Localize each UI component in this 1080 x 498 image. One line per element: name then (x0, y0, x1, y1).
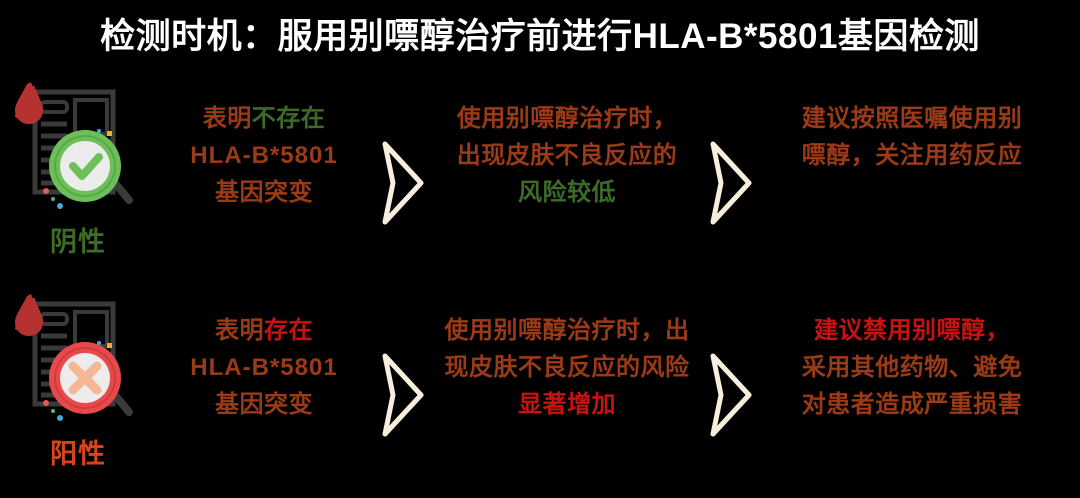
text-span: 表明 (215, 317, 264, 344)
text-line: 表明不存在 (203, 100, 326, 137)
chevron-right-arrow-icon (372, 290, 434, 490)
text-line: 风险较低 (518, 179, 616, 206)
negative-label: 阴性 (50, 227, 106, 257)
text-line: HLA-B*5801 (190, 354, 338, 381)
negative-finding-column: 表明不存在 HLA-B*5801 基因突变 (156, 78, 372, 211)
text-line: 使用别嘌醇治疗时，出 (444, 317, 690, 344)
text-span: 表明 (202, 105, 252, 132)
text-line: 显著增加 (518, 391, 616, 418)
text-line: 建议禁用别嘌醇， (814, 317, 1010, 344)
negative-risk-column: 使用别嘌醇治疗时， 出现皮肤不良反应的 风险较低 (434, 78, 700, 211)
negative-icon-block: 阴性 (0, 78, 156, 278)
document-magnifier-cross-icon (13, 290, 143, 430)
text-span: 不存在 (251, 105, 326, 132)
text-line: 建议按照医嘱使用别 (801, 105, 1023, 132)
positive-icon-block: 阳性 (0, 290, 156, 490)
result-row-positive: 阳性 表明存在 HLA-B*5801 基因突变 使用别嘌醇治疗时，出 现皮肤不良… (0, 290, 1080, 498)
result-row-negative: 阴性 表明不存在 HLA-B*5801 基因突变 使用别嘌醇治疗时， 出现皮肤不… (0, 78, 1080, 288)
text-line: 出现皮肤不良反应的 (456, 142, 678, 169)
text-line: 基因突变 (215, 391, 313, 418)
positive-risk-column: 使用别嘌醇治疗时，出 现皮肤不良反应的风险 显著增加 (434, 290, 700, 423)
document-magnifier-check-icon (13, 78, 143, 218)
positive-finding-column: 表明存在 HLA-B*5801 基因突变 (156, 290, 372, 423)
text-line: 基因突变 (215, 179, 313, 206)
positive-label: 阳性 (50, 439, 106, 469)
text-span: 存在 (264, 317, 313, 344)
chevron-right-arrow-icon (372, 78, 434, 278)
text-line: 使用别嘌醇治疗时， (456, 105, 678, 132)
text-line: 表明存在 (215, 312, 313, 349)
page-title: 检测时机：服用别嘌醇治疗前进行HLA-B*5801基因检测 (100, 16, 980, 56)
negative-recommendation-column: 建议按照医嘱使用别 嘌醇，关注用药反应 (762, 78, 1062, 174)
chevron-right-arrow-icon (700, 78, 762, 278)
chevron-right-arrow-icon (700, 290, 762, 490)
text-line: 现皮肤不良反应的风险 (444, 354, 690, 381)
text-line: 嘌醇，关注用药反应 (801, 142, 1023, 169)
text-line: 采用其他药物、避免 (801, 354, 1023, 381)
text-line: HLA-B*5801 (190, 142, 338, 169)
text-line: 对患者造成严重损害 (801, 391, 1023, 418)
positive-recommendation-column: 建议禁用别嘌醇， 采用其他药物、避免 对患者造成严重损害 (762, 290, 1062, 423)
title-bar: 检测时机：服用别嘌醇治疗前进行HLA-B*5801基因检测 (0, 0, 1080, 66)
